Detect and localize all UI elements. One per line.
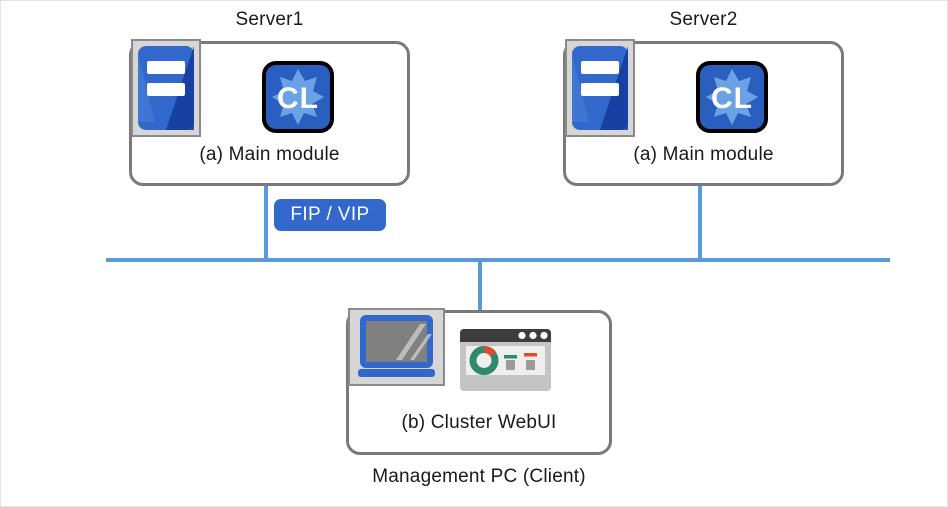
management-pc-laptop-icon [348,308,445,386]
management-pc-module-label: (b) Cluster WebUI [401,412,557,433]
fip-vip-badge: FIP / VIP [274,199,386,231]
svg-text:CL: CL [711,82,753,115]
server1-server-icon [131,39,201,137]
management-pc-to-bus-link [478,258,482,311]
server2-cl-icon: CL [696,61,768,133]
server2-module-label: (a) Main module [633,144,774,165]
server2-title: Server2 [669,9,738,30]
server1-title: Server1 [235,9,304,30]
server1-to-bus-link [264,186,268,261]
server2-server-icon [565,39,635,137]
management-pc-caption: Management PC (Client) [372,466,586,487]
server2-to-bus-link [698,186,702,261]
svg-text:CL: CL [277,82,319,115]
management-pc-webui-icon [460,329,551,391]
network-bus-line [106,258,890,262]
server1-module-label: (a) Main module [199,144,340,165]
server1-cl-icon: CL [262,61,334,133]
